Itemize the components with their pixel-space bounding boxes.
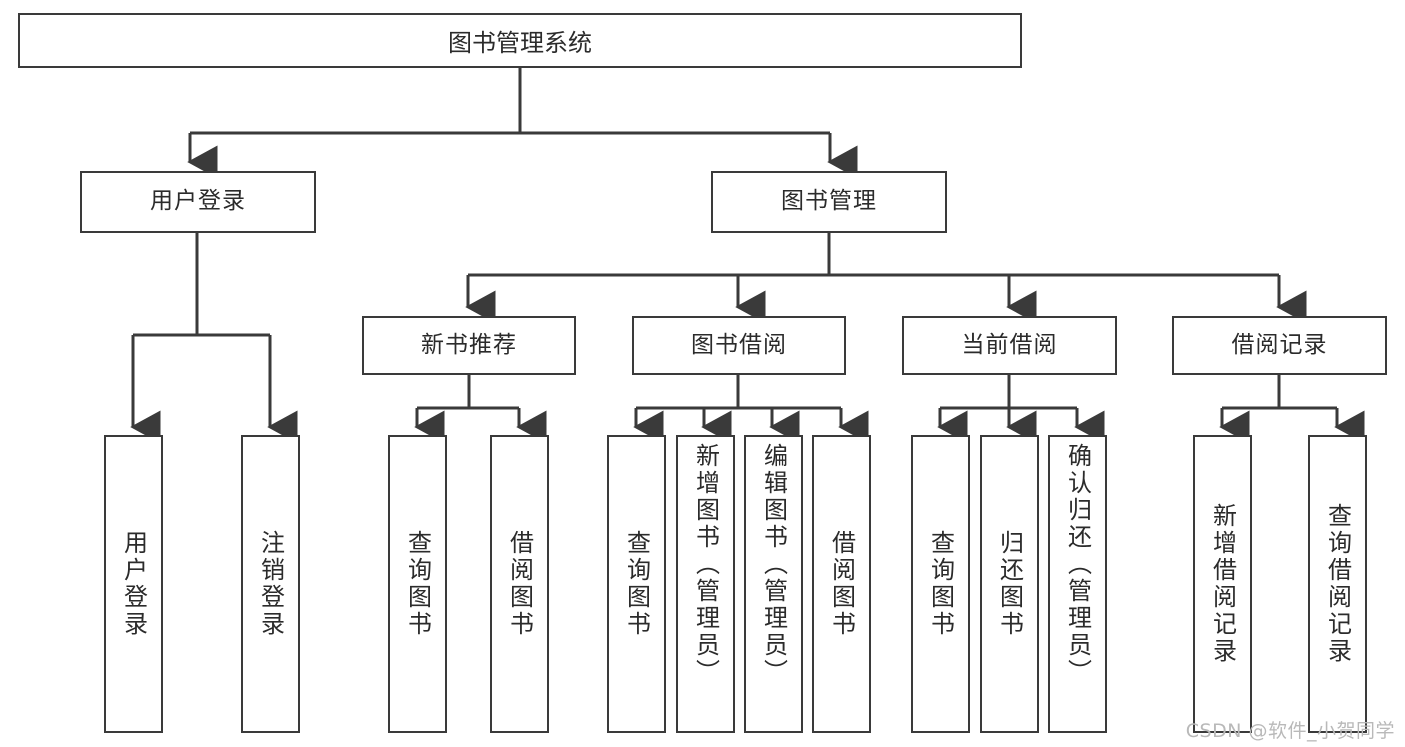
leaf-book-borrow-borrow[interactable]: 借阅图书 [812,435,871,733]
leaf-label: 查询图书 [622,530,651,638]
csdn-watermark: CSDN @软件_小贺同学 [1185,720,1395,742]
node-current-borrow-label: 当前借阅 [961,331,1058,358]
leaf-current-borrow-confirm[interactable]: 确认归还（管理员） [1048,435,1107,733]
node-new-book-recommend[interactable]: 新书推荐 [362,316,576,375]
leaf-label: 归还图书 [995,530,1024,638]
leaf-label: 用户登录 [119,530,148,638]
leaf-new-book-query[interactable]: 查询图书 [388,435,447,733]
leaf-label: 编辑图书（管理员） [759,443,788,686]
node-user-login-label: 用户登录 [150,188,246,215]
leaf-borrow-record-add[interactable]: 新增借阅记录 [1193,435,1252,733]
node-root-system[interactable]: 图书管理系统 [18,13,1022,68]
leaf-label: 查询图书 [403,530,432,638]
leaf-label: 借阅图书 [827,530,856,638]
leaf-label: 确认归还（管理员） [1063,443,1092,686]
leaf-label: 查询借阅记录 [1323,503,1352,665]
leaf-current-borrow-return[interactable]: 归还图书 [980,435,1039,733]
leaf-book-borrow-query[interactable]: 查询图书 [607,435,666,733]
leaf-label: 新增借阅记录 [1208,503,1237,665]
node-borrow-record-label: 借阅记录 [1231,331,1328,358]
node-new-book-recommend-label: 新书推荐 [421,331,517,358]
leaf-book-borrow-add[interactable]: 新增图书（管理员） [676,435,735,733]
leaf-new-book-borrow[interactable]: 借阅图书 [490,435,549,733]
node-user-login[interactable]: 用户登录 [80,171,316,233]
node-current-borrow[interactable]: 当前借阅 [902,316,1117,375]
leaf-user-login-login[interactable]: 用户登录 [104,435,163,733]
node-root-label: 图书管理系统 [448,29,592,57]
leaf-current-borrow-query[interactable]: 查询图书 [911,435,970,733]
leaf-book-borrow-edit[interactable]: 编辑图书（管理员） [744,435,803,733]
node-book-borrow[interactable]: 图书借阅 [632,316,846,375]
leaf-label: 查询图书 [926,530,955,638]
node-book-manage-label: 图书管理 [781,188,877,215]
node-book-manage[interactable]: 图书管理 [711,171,947,233]
node-book-borrow-label: 图书借阅 [691,331,787,358]
leaf-label: 注销登录 [256,530,285,638]
leaf-user-login-logout[interactable]: 注销登录 [241,435,300,733]
node-borrow-record[interactable]: 借阅记录 [1172,316,1387,375]
leaf-borrow-record-query[interactable]: 查询借阅记录 [1308,435,1367,733]
leaf-label: 借阅图书 [505,530,534,638]
leaf-label: 新增图书（管理员） [691,443,720,686]
